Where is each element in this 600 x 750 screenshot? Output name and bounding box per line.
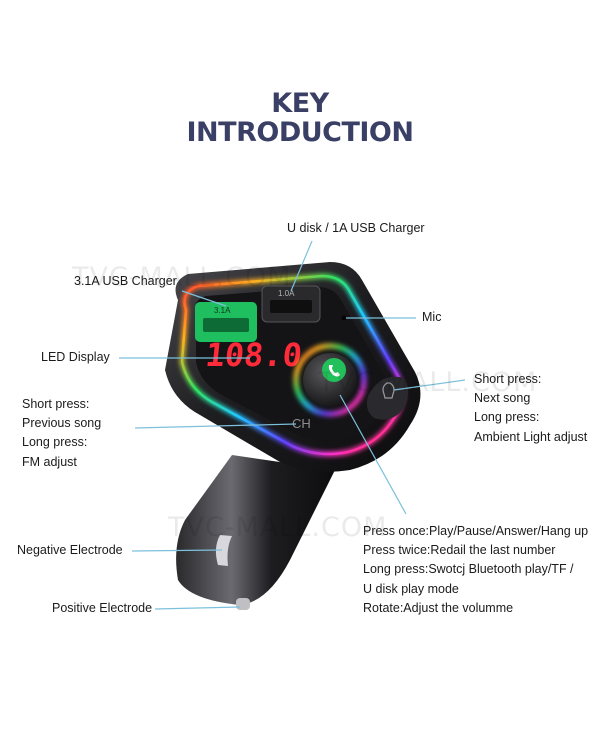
leader-knob xyxy=(339,394,407,515)
knob-glow xyxy=(293,343,367,417)
label-left-key-2: Previous song xyxy=(22,416,102,430)
title-line-2: INTRODUCTION xyxy=(186,117,414,148)
phone-icon xyxy=(328,365,340,377)
leader-usb31 xyxy=(181,290,227,307)
label-right-key-4: Ambient Light adjust xyxy=(474,430,588,444)
label-udisk: U disk / 1A USB Charger xyxy=(287,221,425,235)
negative-electrode-contact xyxy=(215,535,232,566)
lightbulb-icon xyxy=(382,382,395,399)
label-knob-1: Press once:Play/Pause/Answer/Hang up xyxy=(363,524,589,538)
leader-ch xyxy=(134,423,297,429)
label-left-key-4: FM adjust xyxy=(22,455,77,469)
phone-button xyxy=(322,358,346,382)
label-left-key-1: Short press: xyxy=(22,397,90,411)
leader-negative xyxy=(131,549,223,552)
label-knob-4: U disk play mode xyxy=(363,582,459,596)
watermark-3: TVC-MALL.COM xyxy=(168,512,388,543)
label-positive-electrode: Positive Electrode xyxy=(52,601,153,615)
label-knob-5: Rotate:Adjust the volumme xyxy=(363,601,514,615)
positive-electrode-tip xyxy=(236,598,250,610)
watermark-1: TVC-MALL.COM xyxy=(72,262,292,293)
title-line-1: KEY xyxy=(271,88,329,119)
charger-shaft xyxy=(176,455,335,605)
leader-next xyxy=(393,379,466,391)
label-knob-2: Press twice:Redail the last number xyxy=(363,543,556,557)
led-display-value: 108.0 xyxy=(204,336,304,374)
label-usb31: 3.1A USB Charger xyxy=(74,274,177,288)
label-knob-3: Long press:Swotcj Bluetooth play/TF / xyxy=(363,562,574,576)
label-left-key-3: Long press: xyxy=(22,435,88,449)
label-right-key-1: Short press: xyxy=(474,372,542,386)
leader-udisk xyxy=(290,240,313,292)
leader-positive xyxy=(154,606,241,610)
label-right-key-2: Next song xyxy=(474,391,531,405)
watermark-2: TVC-MALL.COM xyxy=(318,367,538,398)
label-negative-electrode: Negative Electrode xyxy=(17,543,123,557)
label-mic: Mic xyxy=(422,310,442,324)
mic-hole xyxy=(341,315,347,321)
ch-label: CH xyxy=(292,416,311,431)
label-right-key-3: Long press: xyxy=(474,410,540,424)
label-led-display: LED Display xyxy=(41,350,110,364)
port-left-label: 3.1A xyxy=(214,306,231,315)
port-right-label: 1.0A xyxy=(278,289,295,298)
